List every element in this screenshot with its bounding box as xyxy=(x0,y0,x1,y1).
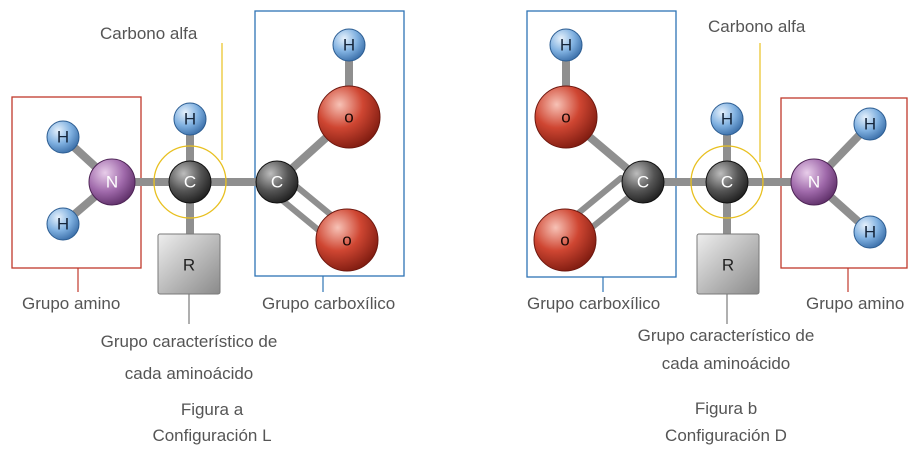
hydrogen-atom: H xyxy=(46,120,80,154)
alpha-carbon-atom: C xyxy=(705,160,749,204)
figure-b-caption: Figura b xyxy=(695,399,757,418)
svg-text:H: H xyxy=(721,110,733,129)
oxygen-atom: o xyxy=(317,85,381,149)
svg-text:H: H xyxy=(184,110,196,129)
grupo-carboxilico-label-a: Grupo carboxílico xyxy=(262,294,395,313)
svg-text:H: H xyxy=(864,223,876,242)
hydrogen-atom: H xyxy=(46,207,80,241)
hydrogen-atom: H xyxy=(549,28,583,62)
svg-text:H: H xyxy=(343,36,355,55)
grupo-amino-label-a: Grupo amino xyxy=(22,294,120,313)
nitrogen-atom: N xyxy=(790,158,838,206)
nitrogen-atom: N xyxy=(88,158,136,206)
svg-text:C: C xyxy=(271,173,283,192)
r-group-label-b: R xyxy=(722,256,734,275)
carboxyl-carbon-atom: C xyxy=(621,160,665,204)
svg-text:o: o xyxy=(561,108,570,127)
svg-text:H: H xyxy=(57,215,69,234)
figure-b-configuration: Configuración D xyxy=(665,426,787,445)
hydrogen-atom: H xyxy=(332,28,366,62)
oxygen-atom: o xyxy=(315,208,379,272)
carbono-alfa-label-b: Carbono alfa xyxy=(708,17,806,36)
grupo-caracteristico-label-a: Grupo característico de xyxy=(101,332,278,351)
svg-text:C: C xyxy=(184,173,196,192)
r-group-box-b xyxy=(696,233,760,295)
figure-b: R H H H H o o C xyxy=(526,10,908,445)
svg-text:o: o xyxy=(560,231,569,250)
cada-aminoacido-label-a: cada aminoácido xyxy=(125,364,254,383)
carboxyl-group-box-a xyxy=(254,10,405,277)
oxygen-atom: o xyxy=(533,208,597,272)
carboxyl-carbon-atom: C xyxy=(255,160,299,204)
svg-text:N: N xyxy=(106,173,118,192)
figure-a-configuration: Configuración L xyxy=(152,426,271,445)
hydrogen-atom: H xyxy=(853,215,887,249)
grupo-carboxilico-label-b: Grupo carboxílico xyxy=(527,294,660,313)
figure-a-caption: Figura a xyxy=(181,400,244,419)
cada-aminoacido-label-b: cada aminoácido xyxy=(662,354,791,373)
svg-text:N: N xyxy=(808,173,820,192)
svg-text:o: o xyxy=(342,231,351,250)
svg-text:H: H xyxy=(560,36,572,55)
svg-text:C: C xyxy=(637,173,649,192)
svg-text:C: C xyxy=(721,173,733,192)
carboxyl-group-box-b xyxy=(526,10,677,278)
hydrogen-atom: H xyxy=(853,107,887,141)
grupo-amino-label-b: Grupo amino xyxy=(806,294,904,313)
hydrogen-atom: H xyxy=(710,102,744,136)
oxygen-atom: o xyxy=(534,85,598,149)
svg-text:H: H xyxy=(57,128,69,147)
r-group-label-a: R xyxy=(183,256,195,275)
svg-text:H: H xyxy=(864,115,876,134)
alpha-carbon-marker-b xyxy=(690,145,764,219)
alpha-carbon-marker-a xyxy=(153,145,227,219)
bonds-b xyxy=(550,41,874,251)
figure-a: R H H H H N C C xyxy=(11,10,405,445)
grupo-caracteristico-label-b: Grupo característico de xyxy=(638,326,815,345)
svg-text:o: o xyxy=(344,108,353,127)
carbono-alfa-label-a: Carbono alfa xyxy=(100,24,198,43)
hydrogen-atom: H xyxy=(173,102,207,136)
alpha-carbon-atom: C xyxy=(168,160,212,204)
bonds-a xyxy=(59,41,356,250)
